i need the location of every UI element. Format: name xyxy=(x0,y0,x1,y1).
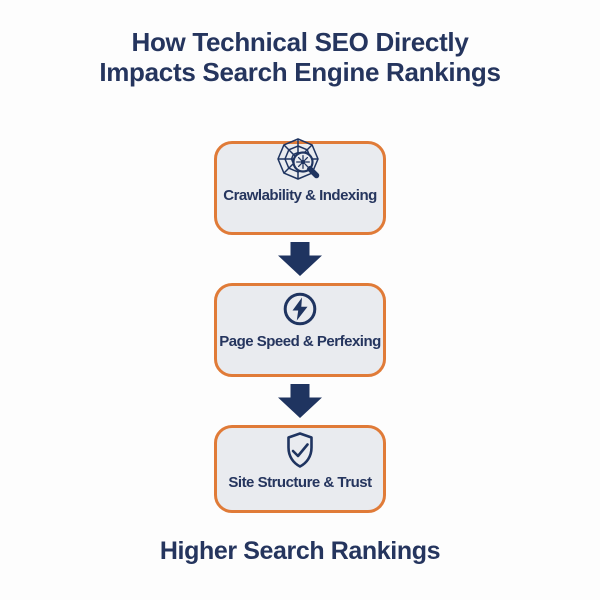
down-arrow-icon xyxy=(278,242,322,276)
step-site-structure-trust: Site Structure & Trust xyxy=(214,425,386,513)
page-title-line1: How Technical SEO Directly xyxy=(131,27,469,57)
page-title: How Technical SEO Directly Impacts Searc… xyxy=(0,27,600,87)
step-label-page-speed: Page Speed & Perfexing xyxy=(219,333,381,350)
footer-heading: Higher Search Rankings xyxy=(159,537,441,565)
spider-web-search-icon xyxy=(277,138,320,180)
step-label-crawlability: Crawlability & Indexing xyxy=(223,187,377,204)
down-arrow-icon xyxy=(278,384,322,418)
lightning-bolt-icon xyxy=(283,292,317,326)
step-crawlability-indexing: Crawlability & Indexing xyxy=(214,138,386,235)
step-page-speed: Page Speed & Perfexing xyxy=(214,283,386,377)
page-title-line2: Impacts Search Engine Rankings xyxy=(99,57,501,87)
step-label-site-structure: Site Structure & Trust xyxy=(228,474,372,491)
seo-flow-diagram: Crawlability & Indexing Page Speed & Per… xyxy=(0,138,600,513)
shield-check-icon xyxy=(287,432,313,468)
